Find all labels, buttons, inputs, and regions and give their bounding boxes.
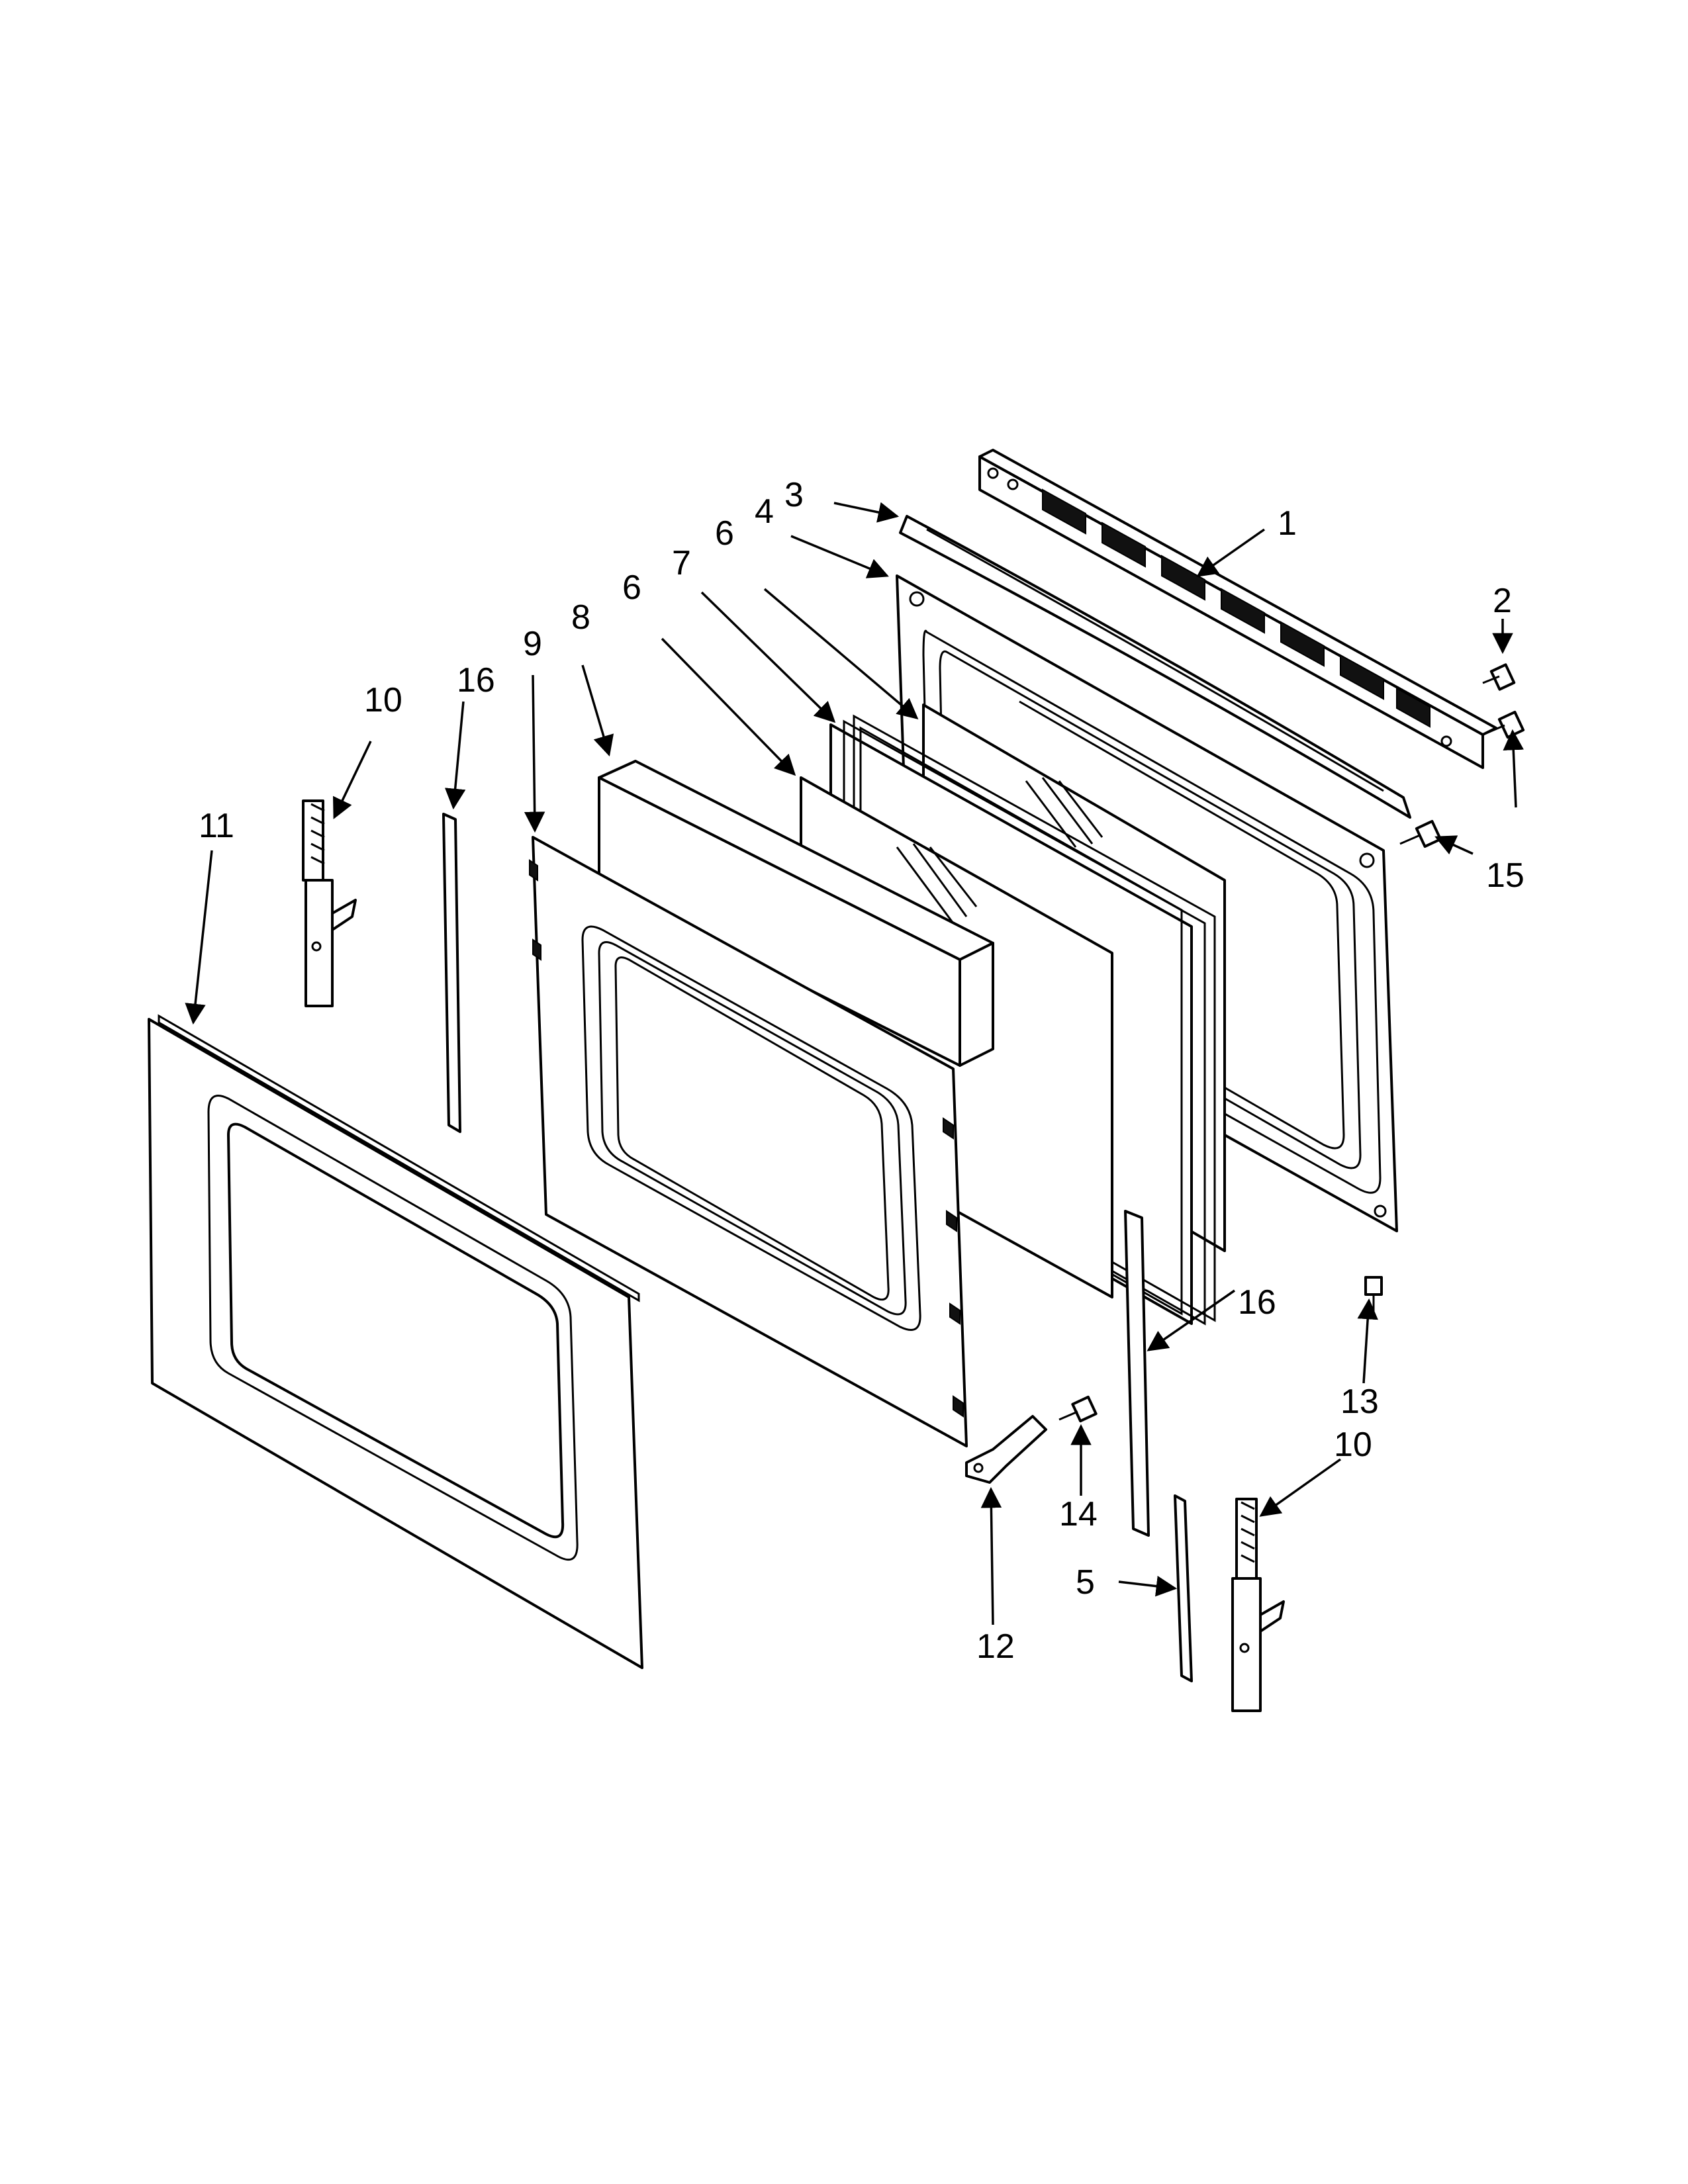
callout-8: 8	[571, 598, 590, 637]
callout-10-left: 10	[364, 681, 402, 719]
callout-13: 13	[1340, 1383, 1379, 1421]
callout-7: 7	[672, 544, 691, 582]
screw-part-14	[1058, 1395, 1098, 1423]
callout-4: 4	[755, 492, 774, 531]
callout-5: 5	[1076, 1563, 1095, 1602]
bracket-part	[965, 1415, 1047, 1484]
callout-6-lower: 6	[622, 569, 641, 607]
screw-part-15b	[1399, 819, 1442, 848]
vent-trim-part	[978, 449, 1497, 769]
inner-door-liner-part	[529, 836, 968, 1447]
insulation-part	[598, 760, 994, 1067]
trim-strip-part	[1174, 1494, 1193, 1682]
hinge-left-part	[302, 799, 357, 1007]
side-channel-left-part	[442, 813, 461, 1133]
screw-part-2	[1482, 663, 1516, 691]
baffle-part	[899, 515, 1411, 819]
hinge-right-part	[1231, 1498, 1285, 1712]
callout-14: 14	[1059, 1495, 1098, 1533]
leader-lines	[185, 502, 1524, 1625]
callout-6-upper: 6	[715, 514, 734, 553]
liner-clips	[529, 859, 964, 1418]
side-channel-right-part	[1124, 1210, 1150, 1537]
callout-10-right: 10	[1334, 1426, 1372, 1464]
outer-door-panel-part	[148, 1014, 643, 1669]
callout-16-right: 16	[1238, 1283, 1276, 1322]
callout-12: 12	[976, 1627, 1015, 1666]
callout-1: 1	[1278, 504, 1297, 543]
callout-11: 11	[199, 807, 234, 845]
callout-15: 15	[1486, 856, 1524, 895]
vent-slots	[1042, 488, 1430, 728]
callout-labels: 1 2 3 4 5 6 6 7 8 9 10 10 11 12 13 14 15…	[199, 476, 1524, 1666]
callout-16-left: 16	[457, 661, 495, 700]
callout-9: 9	[523, 625, 542, 663]
callout-3: 3	[784, 476, 804, 514]
callout-2: 2	[1493, 582, 1512, 620]
